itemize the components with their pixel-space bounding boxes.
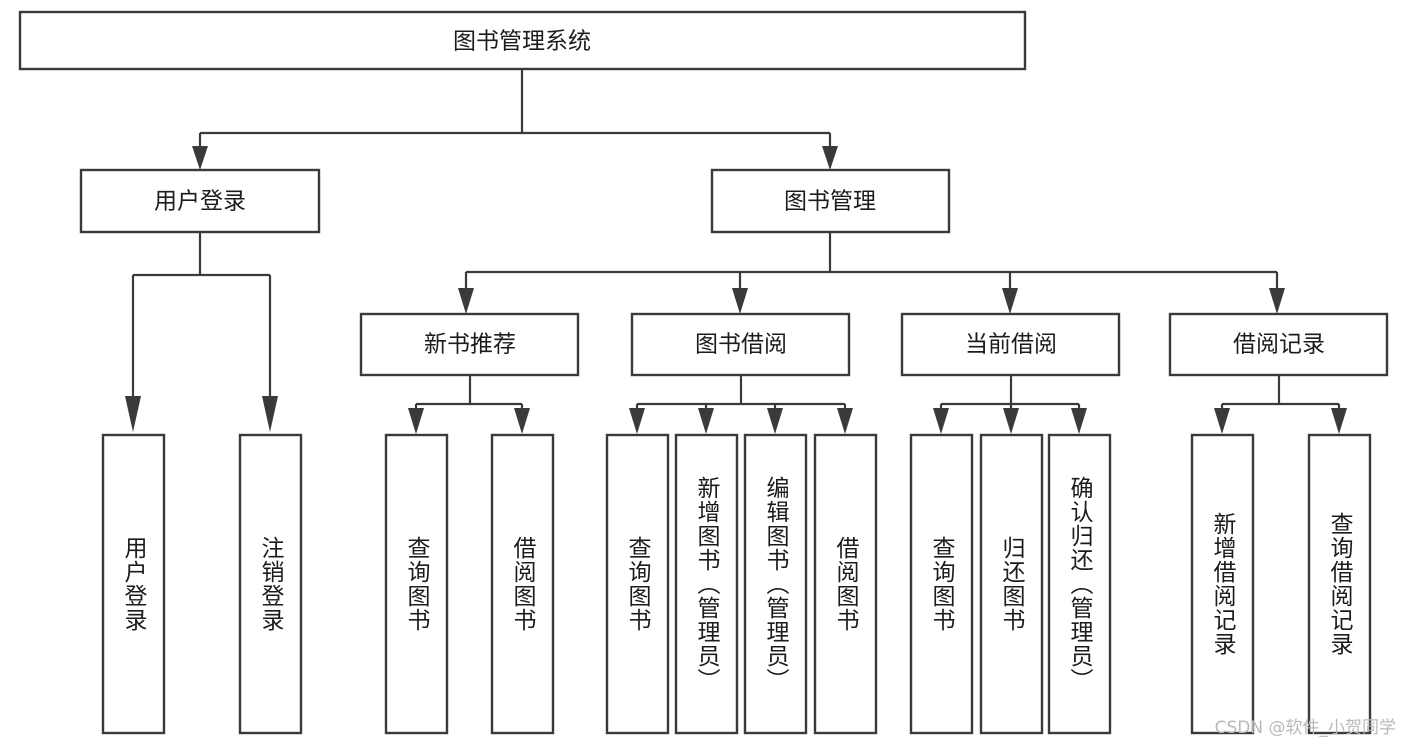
node-new-book-recommend-box[interactable] [359,312,580,377]
root-node-box[interactable] [18,10,1027,71]
node-new-book-recommend[interactable]: 新书推荐 [359,312,580,377]
leaf-label: 借阅图书 [832,536,860,632]
leaf-label: 查询借阅记录 [1326,512,1354,656]
leaf-node[interactable]: 借阅图书 [490,433,555,735]
node-current-borrow-box[interactable] [900,312,1121,377]
leaf-label: 用户登录 [120,536,148,632]
arrow-head-icon [1003,408,1019,434]
connector-new-book-recommend-to-leaves [408,375,530,434]
node-new-book-recommend-label: 新书推荐 [424,332,516,358]
leaf-node[interactable]: 查询图书 [605,433,670,735]
arrow-head-icon [1331,408,1347,434]
leaf-node[interactable]: 新增借阅记录 [1190,433,1255,735]
leaf-label: 查询图书 [403,536,431,632]
arrow-head-icon [1269,288,1285,314]
csdn-watermark: CSDN @软件_小贺同学 [1215,718,1396,738]
leaf-node[interactable]: 归还图书 [979,433,1044,735]
node-borrow-record-label: 借阅记录 [1233,332,1325,358]
leaf-label: 归还图书 [998,536,1026,632]
node-book-management-label: 图书管理 [784,189,876,215]
leaf-box[interactable] [674,433,739,735]
leaf-label: 新增图书（管理员） [693,476,721,692]
leaf-label: 借阅图书 [509,536,537,632]
node-current-borrow-label: 当前借阅 [965,332,1057,358]
arrow-head-icon [822,146,838,170]
leaf-label: 新增借阅记录 [1209,512,1237,656]
leaf-box[interactable] [238,433,303,735]
leaf-box[interactable] [1190,433,1255,735]
leaf-node[interactable]: 查询借阅记录 [1307,433,1372,735]
arrow-head-icon [514,408,530,434]
leaf-node[interactable]: 查询图书 [909,433,974,735]
arrow-head-icon [629,408,645,434]
arrow-head-icon [767,408,783,434]
node-borrow-record[interactable]: 借阅记录 [1168,312,1389,377]
arrow-head-icon [698,408,714,434]
leaf-box[interactable] [743,433,808,735]
connector-current-borrow-to-leaves [933,375,1087,434]
root-node-label: 图书管理系统 [453,29,591,55]
arrow-head-icon [192,146,208,170]
leaf-node[interactable]: 编辑图书（管理员） [743,433,808,735]
arrow-head-icon [732,288,748,314]
arrow-head-icon [458,288,474,314]
leaf-box[interactable] [490,433,555,735]
root-node[interactable]: 图书管理系统 [18,10,1027,71]
leaf-node[interactable]: 借阅图书 [813,433,878,735]
arrow-head-icon [837,408,853,434]
leaf-box[interactable] [1307,433,1372,735]
leaf-box[interactable] [909,433,974,735]
connector-book-management-to-level3 [458,232,1285,314]
leaf-box[interactable] [813,433,878,735]
leaf-label: 编辑图书（管理员） [762,476,790,692]
node-book-borrow[interactable]: 图书借阅 [630,312,851,377]
leaf-label: 注销登录 [257,536,285,632]
leaf-box[interactable] [384,433,449,735]
leaf-box[interactable] [101,433,166,735]
arrow-head-icon [1002,288,1018,314]
node-user-login[interactable]: 用户登录 [79,168,321,234]
node-book-management[interactable]: 图书管理 [710,168,951,234]
arrow-head-icon [408,408,424,434]
leaf-box[interactable] [1047,433,1112,735]
connector-book-borrow-to-leaves [629,375,853,434]
arrow-head-icon [262,396,278,432]
leaf-node[interactable]: 查询图书 [384,433,449,735]
node-user-login-label: 用户登录 [154,189,246,215]
node-book-borrow-label: 图书借阅 [695,332,787,358]
leaf-node[interactable]: 注销登录 [238,433,303,735]
arrow-head-icon [125,396,141,432]
arrow-head-icon [933,408,949,434]
leaf-node[interactable]: 确认归还（管理员） [1047,433,1112,735]
node-current-borrow[interactable]: 当前借阅 [900,312,1121,377]
leaf-node[interactable]: 用户登录 [101,433,166,735]
leaf-node[interactable]: 新增图书（管理员） [674,433,739,735]
leaf-label: 查询图书 [624,536,652,632]
connector-borrow-record-to-leaves [1214,375,1347,434]
leaf-box[interactable] [979,433,1044,735]
node-user-login-box[interactable] [79,168,321,234]
connector-root-to-level2 [192,69,838,170]
leaf-label: 确认归还（管理员） [1066,476,1094,692]
connector-user-login-to-leaves [125,232,278,432]
leaf-box[interactable] [605,433,670,735]
leaf-label: 查询图书 [928,536,956,632]
arrow-head-icon [1214,408,1230,434]
arrow-head-icon [1071,408,1087,434]
